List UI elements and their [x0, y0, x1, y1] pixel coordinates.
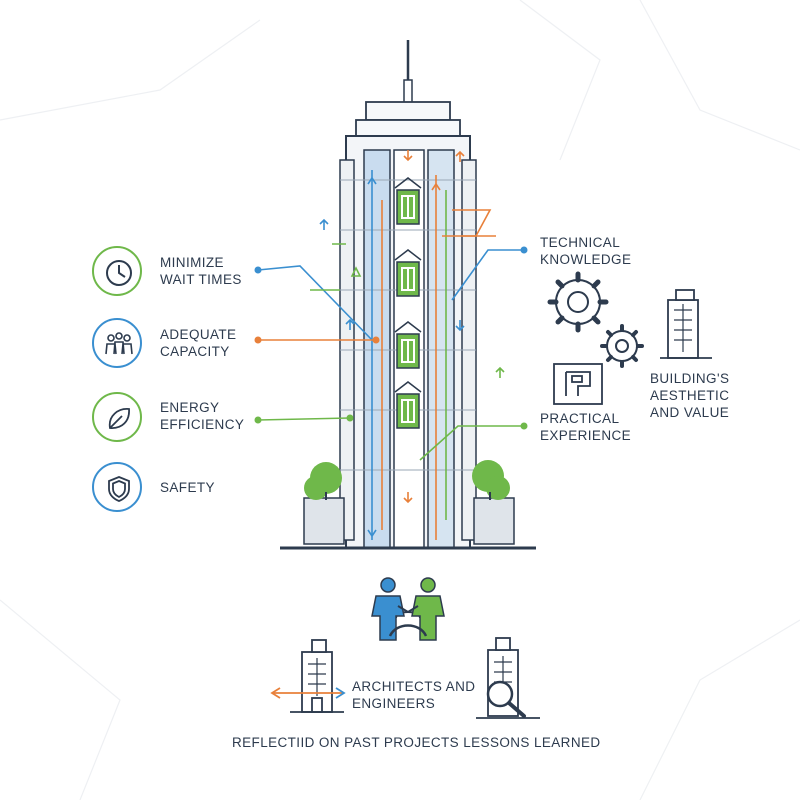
gear-icon: [547, 271, 609, 333]
label-safety: SAFETY: [160, 480, 215, 495]
people-icon: [92, 318, 142, 368]
tower-crown: [365, 101, 451, 121]
trees: [304, 460, 510, 500]
caption-lessons-learned: REFLECTIID ON PAST PROJECTS LESSONS LEAR…: [232, 735, 601, 750]
label-minimize-wait-times: MINIMIZE WAIT TIMES: [160, 255, 242, 287]
double-arrow-icon: [270, 687, 346, 699]
shield-icon: [92, 462, 142, 512]
label-adequate-capacity: ADEQUATE CAPACITY: [160, 327, 237, 359]
label-architects-engineers: ARCHITECTS AND ENGINEERS: [352, 679, 476, 711]
connectors: [254, 209, 528, 461]
label-energy-efficiency: ENERGY EFFICIENCY: [160, 400, 245, 432]
elevator-shaft-left: [363, 149, 391, 549]
city-building-icon: [290, 639, 344, 713]
label-practical-experience: PRACTICAL EXPERIENCE: [540, 411, 632, 443]
handshake-icon: [371, 577, 445, 641]
gear-small-icon: [600, 324, 644, 368]
leaf-icon: [92, 392, 142, 442]
label-technical-knowledge: TECHNICAL KNOWLEDGE: [540, 235, 632, 267]
label-building-aesthetic: BUILDING'S AESTHETIC AND VALUE: [650, 371, 730, 420]
research-building-icon: [476, 637, 540, 719]
building-icon: [660, 289, 712, 359]
tower-building: [280, 40, 536, 550]
clock-icon: [92, 246, 142, 296]
flow-arrows: [319, 150, 505, 537]
blueprint-icon: [553, 363, 603, 405]
elevator-shaft-right: [427, 149, 455, 549]
magnifier-icon: [486, 680, 526, 718]
